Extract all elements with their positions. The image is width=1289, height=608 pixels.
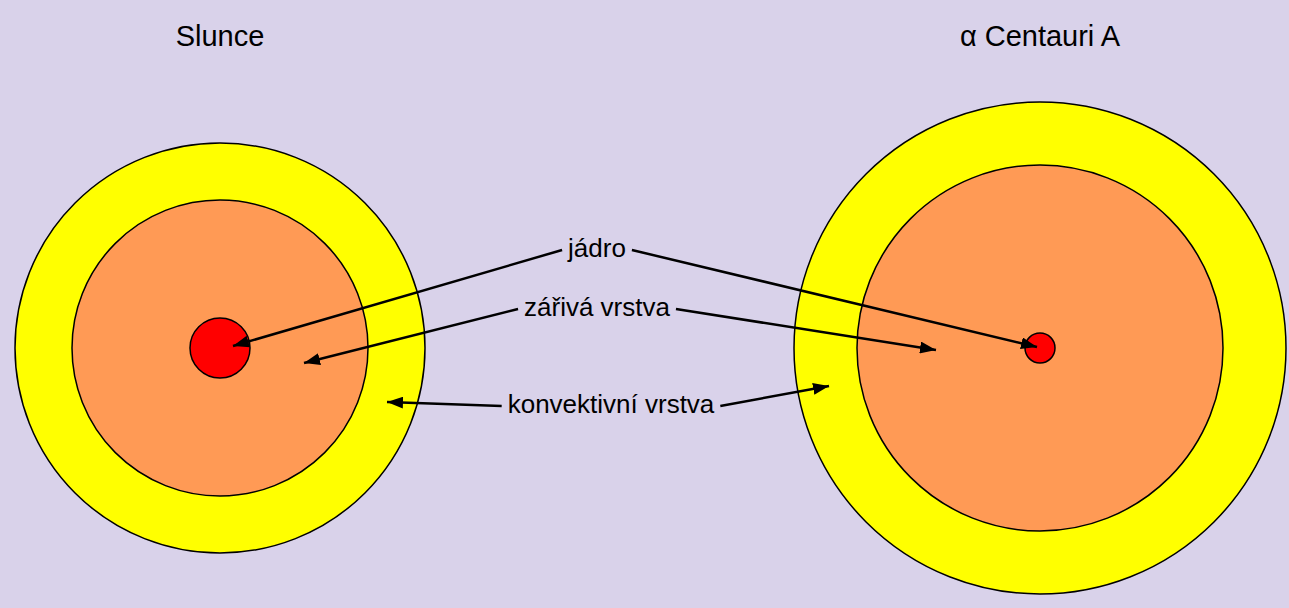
leader-arrow [387,402,502,406]
core [190,318,250,378]
star-cross-section: α Centauri A [793,101,1287,595]
layer-label: zářivá vrstva [524,292,670,323]
leader-arrow [632,250,1037,347]
star-cross-section: Slunce [14,142,426,554]
star-name: α Centauri A [733,20,1289,53]
core [1025,333,1055,363]
leader-arrow [720,386,829,406]
convective-layer [794,102,1286,594]
star-layers [14,142,426,554]
star-name: Slunce [0,20,486,53]
layer-label: konvektivní vrstva [508,389,715,420]
leader-arrow [676,309,936,350]
radiative-layer [857,165,1223,531]
convective-layer [15,143,425,553]
leader-arrow [304,309,518,363]
layer-label: jádro [568,233,626,264]
star-layers [793,101,1287,595]
leader-arrow [233,250,562,346]
radiative-layer [72,200,368,496]
